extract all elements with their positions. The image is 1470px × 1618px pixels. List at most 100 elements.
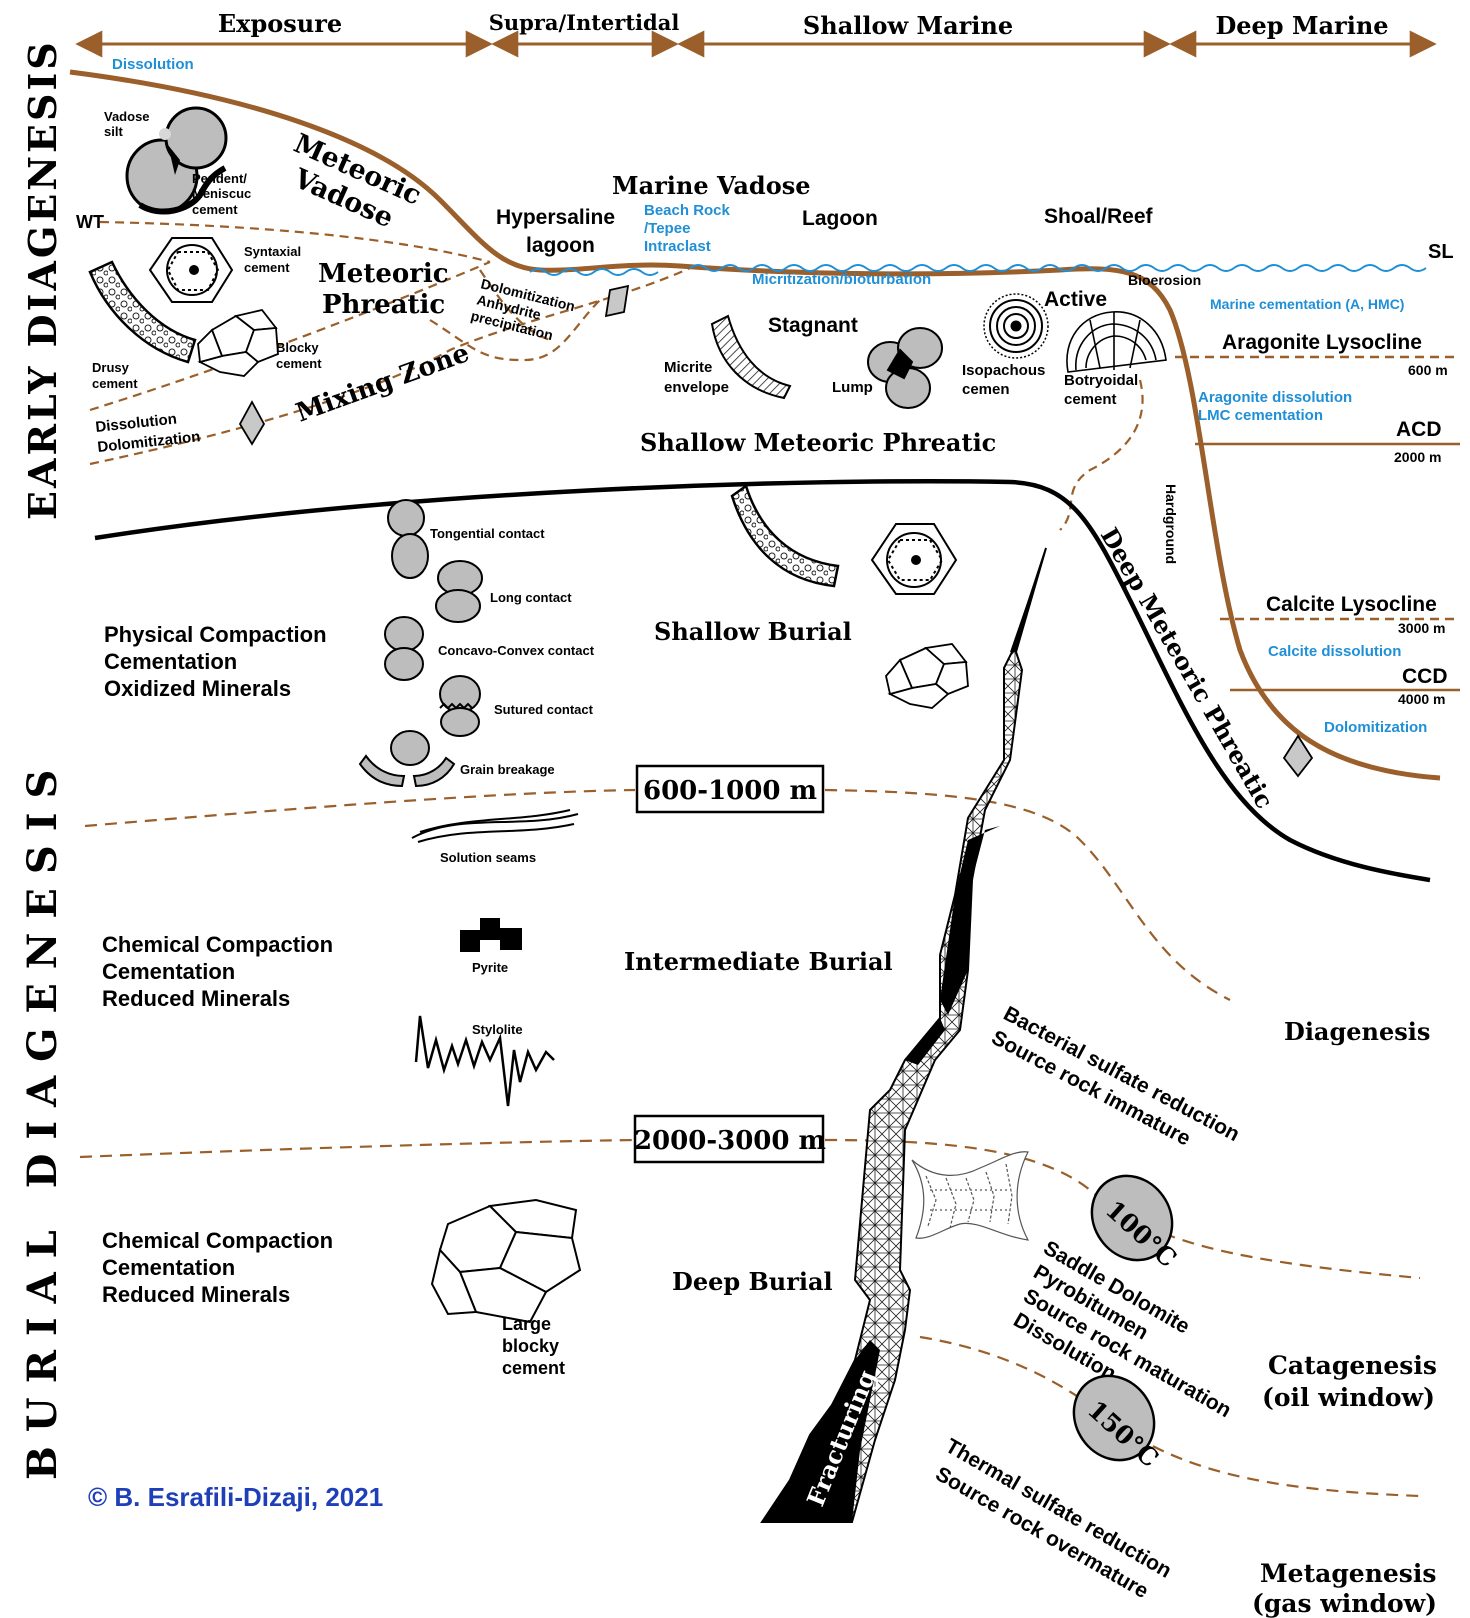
depth-box-1-label: 600-1000 m xyxy=(643,776,817,806)
depth-box-600-1000: 600-1000 m xyxy=(637,766,823,812)
active-label: Active xyxy=(1044,288,1107,311)
beach-rock-label-1: Beach Rock xyxy=(644,202,731,219)
syntaxial-label-1: Syntaxial xyxy=(244,244,301,259)
beach-rock-label-3: Intraclast xyxy=(644,238,711,255)
aragonite-lysocline-label: Aragonite Lysocline xyxy=(1222,331,1422,354)
large-blocky-cement-icon xyxy=(432,1200,580,1322)
hypersaline-label-2: lagoon xyxy=(526,234,595,257)
intermediate-burial-label: Intermediate Burial xyxy=(624,947,893,976)
depth-600-label: 600 m xyxy=(1408,362,1448,378)
marine-cementation-label: Marine cementation (A, HMC) xyxy=(1210,296,1404,312)
isopachous-cement-icon xyxy=(984,294,1048,358)
dolomitization-deep-label: Dolomitization xyxy=(1324,719,1427,736)
diagenesis-label: Diagenesis xyxy=(1284,1017,1430,1046)
chemical-compaction-2-label-1: Chemical Compaction xyxy=(102,1228,333,1253)
chemical-compaction-1-label-1: Chemical Compaction xyxy=(102,932,333,957)
micrite-label-2: envelope xyxy=(664,379,729,396)
catagenesis-label-1: Catagenesis xyxy=(1268,1351,1437,1380)
chemical-compaction-2-label-2: Cementation xyxy=(102,1255,235,1280)
depth-box-2-label: 2000-3000 m xyxy=(634,1126,826,1156)
depth-4000-label: 4000 m xyxy=(1398,691,1445,707)
aragonite-dissolution-label-1: Aragonite dissolution xyxy=(1198,389,1352,406)
blocky-label-1: Blocky xyxy=(276,340,319,355)
depth-3000-label: 3000 m xyxy=(1398,620,1445,636)
syntaxial-cement-icon xyxy=(150,238,232,302)
pyrite-icon xyxy=(460,918,522,952)
deep-burial-label: Deep Burial xyxy=(672,1267,833,1296)
blocky-label-2: cement xyxy=(276,356,322,371)
drusy-cement-icon-2 xyxy=(732,486,838,586)
meteoric-phreatic-label-1: Meteoric xyxy=(318,259,449,289)
bioerosion-label: Bioerosion xyxy=(1128,272,1201,288)
drusy-cement-icon xyxy=(90,262,195,362)
solution-seams-icon xyxy=(412,810,578,842)
drusy-label-1: Drusy xyxy=(92,360,130,375)
saddle-dolomite-icon xyxy=(912,1152,1028,1240)
syntaxial-label-2: cement xyxy=(244,260,290,275)
meteoric-phreatic-label-2: Phreatic xyxy=(322,290,445,320)
side-label-burial: BURIAL DIAGENESIS xyxy=(19,756,66,1480)
micrite-label-1: Micrite xyxy=(664,359,712,376)
pendent-label-2: Meniscuc xyxy=(192,186,251,201)
grain-breakage-label: Grain breakage xyxy=(460,762,555,777)
zone-shallow-marine: Shallow Marine xyxy=(803,11,1013,40)
botryoidal-label-2: cement xyxy=(1064,391,1117,408)
solution-seams-label: Solution seams xyxy=(440,850,536,865)
shallow-burial-label: Shallow Burial xyxy=(654,617,852,646)
physical-compaction-label-1: Physical Compaction xyxy=(104,622,327,647)
botryoidal-cement-icon xyxy=(1067,312,1166,372)
pyrite-label: Pyrite xyxy=(472,960,508,975)
zone-exposure: Exposure xyxy=(218,9,342,38)
side-label-early: EARLY DIAGENESIS xyxy=(20,39,65,520)
blocky-cement-icon-2 xyxy=(886,644,968,708)
lagoon-label: Lagoon xyxy=(802,207,878,230)
chemical-compaction-1-label-2: Cementation xyxy=(102,959,235,984)
marine-vadose-label: Marine Vadose xyxy=(612,171,811,200)
beach-rock-label-2: /Tepee xyxy=(644,220,690,237)
large-blocky-label-1: Large xyxy=(502,1314,551,1334)
long-contact-label: Long contact xyxy=(490,590,572,605)
botryoidal-label-1: Botryoidal xyxy=(1064,372,1138,389)
copyright-label: © B. Esrafili-Dizaji, 2021 xyxy=(88,1482,383,1512)
isopachous-label-1: Isopachous xyxy=(962,362,1045,379)
bacterial-label-1: Bacterial sulfate reduction xyxy=(1000,1002,1244,1146)
dolomite-rhomb-icon xyxy=(240,402,264,444)
isopachous-label-2: cemen xyxy=(962,381,1010,398)
lump-label: Lump xyxy=(832,379,873,396)
vadose-silt-label-2: silt xyxy=(104,124,123,139)
acd-label: ACD xyxy=(1396,418,1442,441)
stagnant-label: Stagnant xyxy=(768,314,858,337)
depth-box-2000-3000: 2000-3000 m xyxy=(634,1116,826,1162)
water-table-label: WT xyxy=(76,212,104,232)
hardground-label: Hardground xyxy=(1163,484,1179,564)
hypersaline-label-1: Hypersaline xyxy=(496,206,615,229)
dolomite-rhomb-icon-2 xyxy=(606,286,628,316)
catagenesis-label-2: (oil window) xyxy=(1262,1383,1435,1412)
syntaxial-cement-icon-2 xyxy=(872,524,956,594)
dissolution-top-label: Dissolution xyxy=(112,56,194,73)
tangential-contact-label: Tongential contact xyxy=(430,526,545,541)
ccd-label: CCD xyxy=(1402,665,1448,688)
shoal-reef-label: Shoal/Reef xyxy=(1044,205,1154,228)
pendent-label-1: Pendent/ xyxy=(192,171,247,186)
zone-deep-marine: Deep Marine xyxy=(1215,11,1388,40)
physical-compaction-label-2: Cementation xyxy=(104,649,237,674)
vadose-silt-label-1: Vadose xyxy=(104,109,150,124)
metagenesis-label-2: (gas window) xyxy=(1252,1589,1437,1618)
large-blocky-label-2: blocky xyxy=(502,1336,559,1356)
concavo-contact-label: Concavo-Convex contact xyxy=(438,643,595,658)
aragonite-dissolution-label-2: LMC cementation xyxy=(1198,407,1323,424)
blocky-cement-icon xyxy=(198,310,278,376)
calcite-dissolution-label: Calcite dissolution xyxy=(1268,643,1401,660)
chemical-compaction-1-label-3: Reduced Minerals xyxy=(102,986,290,1011)
temp-100-badge: 100°C xyxy=(1076,1160,1189,1276)
sutured-contact-label: Sutured contact xyxy=(494,702,594,717)
zone-supra-intertidal: Supra/Intertidal xyxy=(489,10,680,35)
large-blocky-label-3: cement xyxy=(502,1358,565,1378)
chemical-compaction-2-label-3: Reduced Minerals xyxy=(102,1282,290,1307)
sea-level-label: SL xyxy=(1428,241,1454,263)
calcite-lysocline-label: Calcite Lysocline xyxy=(1266,593,1437,616)
physical-compaction-label-3: Oxidized Minerals xyxy=(104,676,291,701)
drusy-label-2: cement xyxy=(92,376,138,391)
lump-icon xyxy=(868,328,942,408)
